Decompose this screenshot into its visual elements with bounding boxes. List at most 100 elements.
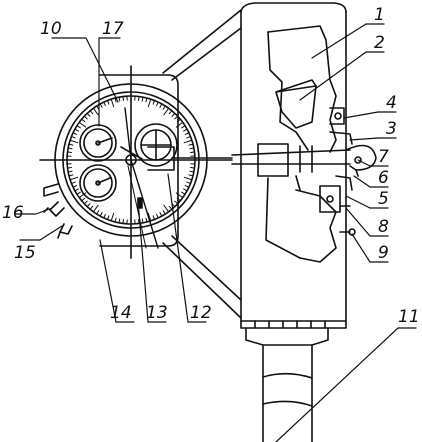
dial-tick (83, 200, 88, 205)
dial-tick (184, 132, 190, 135)
dial-tick (96, 210, 100, 215)
dial-tick (186, 135, 192, 139)
dial-tick (89, 205, 94, 210)
dial-tick (175, 121, 184, 128)
dial-tick (156, 213, 159, 219)
dial-tick (83, 115, 88, 120)
dial-tick (86, 112, 91, 117)
dial-tick (67, 147, 73, 150)
dial-tick (159, 212, 163, 217)
dial-tick (72, 185, 78, 188)
dial-tick (118, 218, 121, 224)
main-housing (162, 2, 377, 329)
callout-7: 7 (378, 147, 389, 167)
callout-16: 16 (2, 203, 24, 223)
dial-tick (163, 107, 170, 116)
callout-4: 4 (386, 93, 397, 113)
callout-6: 6 (378, 168, 389, 188)
dial-tick (174, 200, 179, 205)
dial-tick (190, 167, 195, 169)
dial-tick (92, 107, 99, 116)
dial-tick (114, 97, 117, 103)
callout-5: 5 (378, 189, 389, 209)
dial-tick (141, 96, 144, 102)
dial-tick (122, 219, 124, 224)
dial-tick (147, 98, 152, 108)
dial-tick (152, 99, 156, 105)
dial-tick (106, 99, 110, 105)
dial-tick (141, 218, 144, 224)
dial-tick (168, 205, 173, 210)
dial-tick (76, 191, 81, 195)
dial-tick (110, 212, 115, 222)
dial-tick (145, 217, 148, 223)
dial-tick (72, 132, 78, 135)
dial-tick (67, 167, 72, 169)
dial-tick (89, 110, 94, 115)
dial-tick (70, 181, 76, 185)
dial-tick (78, 121, 87, 128)
callout-2: 2 (374, 33, 385, 53)
dial-tick (174, 115, 179, 120)
leader-lines (15, 23, 417, 442)
dial-tick (68, 143, 74, 146)
callout-labels: 1 2 4 3 7 6 5 8 9 11 10 17 16 15 14 13 1… (2, 5, 420, 327)
dial-tick (162, 210, 166, 215)
dial-tick (183, 188, 188, 192)
dial-tick (81, 118, 86, 123)
callout-15: 15 (14, 243, 36, 263)
dial-tick (184, 185, 190, 188)
dial-tick (67, 151, 72, 153)
dial-tick (183, 176, 193, 181)
dial-tick (138, 219, 140, 224)
callout-8: 8 (378, 217, 389, 237)
dial-tick (74, 128, 79, 132)
dial-tick (86, 203, 91, 208)
dial-tick (68, 174, 74, 177)
dial-tick (188, 143, 194, 146)
dial-tick (152, 215, 156, 221)
dial-tick (103, 213, 106, 219)
dial-gauge (39, 65, 233, 259)
dial-tick (67, 170, 73, 173)
callout-1: 1 (374, 5, 385, 25)
dial-tick (114, 217, 117, 223)
dial-tick (188, 174, 194, 177)
callout-10: 10 (40, 19, 62, 39)
dial-tick (176, 118, 181, 123)
dial-tick (171, 112, 176, 117)
dial-tick (189, 147, 195, 150)
dial-tick (74, 188, 79, 192)
dial-tick (118, 96, 121, 102)
dial-tick (176, 197, 181, 202)
dial-tick (92, 204, 99, 213)
callout-17: 17 (102, 19, 124, 39)
callout-13: 13 (146, 303, 168, 323)
callout-11: 11 (398, 307, 420, 327)
dial-tick (181, 191, 186, 195)
dial-tick (76, 125, 81, 129)
dial-tick (181, 125, 186, 129)
dial-tick (69, 176, 79, 181)
dial-tick (110, 98, 115, 108)
dial-tick (189, 170, 195, 173)
dial-tick (162, 105, 166, 110)
dial-tick (138, 96, 140, 101)
dial-tick (145, 97, 148, 103)
dial-tick (190, 151, 195, 153)
dial-tick (99, 212, 103, 217)
dial-tick (99, 103, 103, 108)
dial-tick (103, 101, 106, 107)
callout-9: 9 (378, 243, 389, 263)
dial-scale-ticks (66, 95, 196, 225)
dial-tick (186, 181, 192, 185)
callout-14: 14 (110, 303, 132, 323)
callout-3: 3 (386, 119, 397, 139)
dial-tick (106, 215, 110, 221)
dial-tick (183, 128, 188, 132)
dial-tick (81, 197, 86, 202)
dial-tick (147, 212, 152, 222)
dial-tick (78, 192, 87, 199)
